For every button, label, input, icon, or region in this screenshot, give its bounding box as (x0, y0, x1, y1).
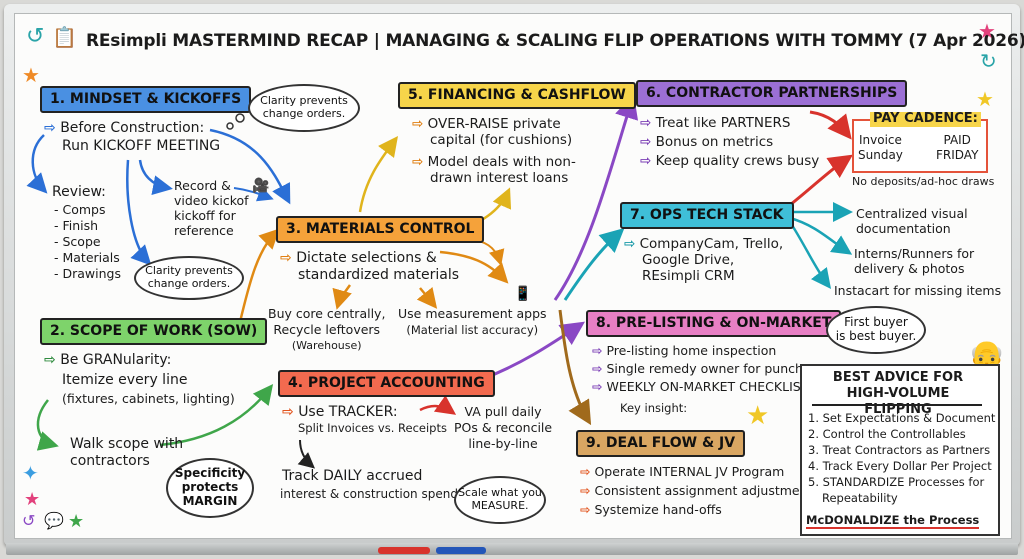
phone-icon: 📱 (514, 286, 532, 302)
arrow-curl-icon: ↻ (980, 49, 997, 73)
star-icon: ★ (976, 87, 994, 111)
section-5-header: 5. FINANCING & CASHFLOW (398, 82, 636, 109)
s6-no-deposits: No deposits/ad-hoc draws (852, 175, 995, 188)
arrow-curl-icon: ↺ (26, 24, 45, 49)
s4-track-daily: Track DAILY accrued (282, 468, 423, 484)
pay-cadence-title: PAY CADENCE: (870, 111, 981, 127)
marker-tray (6, 543, 1018, 555)
s7-tools: ⇨ CompanyCam, Trello, Google Drive, REsi… (624, 236, 784, 284)
s4-use-tracker: ⇨ Use TRACKER: (282, 404, 398, 420)
section-1-header: 1. MINDSET & KICKOFFS (40, 86, 252, 113)
s1-record-video: Record & video kickof kickoff for refere… (174, 178, 249, 238)
s3-dictate: ⇨ Dictate selections & standardized mate… (280, 250, 460, 283)
s7-centralized: Centralized visual documentation (856, 206, 968, 236)
video-camera-icon: 🎥 (252, 178, 270, 194)
best-advice-box (800, 364, 1000, 536)
section-7-header: 7. OPS TECH STACK (620, 202, 794, 229)
s4-interest: interest & construction spend (280, 487, 458, 501)
s2-fixtures: (fixtures, cabinets, lighting) (62, 391, 235, 406)
s1-run-kickoff: Run KICKOFF MEETING (62, 138, 221, 154)
red-marker-icon (378, 547, 430, 554)
section-9-header: 9. DEAL FLOW & JV (576, 430, 746, 457)
smiling-star-icon: ★ (746, 401, 770, 431)
section-3-header: 3. MATERIALS CONTROL (276, 216, 485, 243)
advice-divider (812, 404, 982, 406)
s1-before-construction: ⇨ Before Construction: (44, 120, 205, 136)
star-icon: ★ (978, 19, 996, 43)
star-icon: ★ (68, 511, 85, 532)
pay-invoice-sunday: Invoice Sunday (858, 133, 903, 162)
mcdonaldize: McDONALDIZE the Process (806, 513, 980, 530)
s1-review-list: - Comps - Finish - Scope - Materials - D… (54, 202, 121, 281)
s7-interns: Interns/Runners for delivery & photos (854, 246, 975, 276)
s8-list: ⇨ Pre-listing home inspection ⇨ Single r… (592, 343, 824, 394)
section-4-header: 4. PROJECT ACCOUNTING (278, 370, 495, 397)
s7-instacart: Instacart for missing items (834, 283, 1002, 298)
s1-review-title: Review: (52, 184, 106, 200)
s4-split-invoices: Split Invoices vs. Receipts (298, 421, 447, 435)
s2-itemize: Itemize every line (62, 372, 188, 388)
s3-measurement-apps: Use measurement apps (Material list accu… (398, 306, 547, 337)
pay-paid-friday: PAID FRIDAY (936, 133, 979, 162)
s3-buy-core: Buy core centrally, Recycle leftovers (W… (268, 306, 386, 352)
s5-model-deals: ⇨ Model deals with non- drawn interest l… (412, 154, 576, 186)
pay-cadence-box (852, 119, 988, 173)
blue-marker-icon (436, 547, 486, 554)
star-icon: ★ (24, 489, 41, 510)
best-advice-list: 1. Set Expectations & Document 2. Contro… (808, 411, 996, 505)
page-title: REsimpli MASTERMIND RECAP | MANAGING & S… (86, 31, 1024, 51)
s8-key-insight: Key insight: (620, 401, 688, 415)
speech-bubble-icon: 💬 (44, 511, 64, 530)
s4-va-pull: VA pull daily POs & reconcile line-by-li… (454, 404, 553, 451)
clipboard-icon: 📋 (52, 25, 77, 49)
star-icon: ★ (22, 63, 40, 87)
section-6-header: 6. CONTRACTOR PARTNERSHIPS (636, 80, 908, 107)
section-2-header: 2. SCOPE OF WORK (SOW) (40, 318, 268, 345)
arrow-curl-icon: ↺ (22, 511, 36, 530)
s5-over-raise: ⇨ OVER-RAISE private capital (for cushio… (412, 116, 573, 148)
section-8-header: 8. PRE-LISTING & ON-MARKET (586, 310, 842, 337)
sparkle-icon: ✦ (22, 461, 39, 485)
s2-walk-scope: Walk scope with contractors (70, 436, 184, 469)
s9-list: ⇨ Operate INTERNAL JV Program ⇨ Consiste… (580, 464, 813, 517)
s6-list: ⇨ Treat like PARTNERS ⇨ Bonus on metrics… (640, 115, 820, 169)
s2-granularity: ⇨ Be GRANularity: (44, 352, 172, 368)
